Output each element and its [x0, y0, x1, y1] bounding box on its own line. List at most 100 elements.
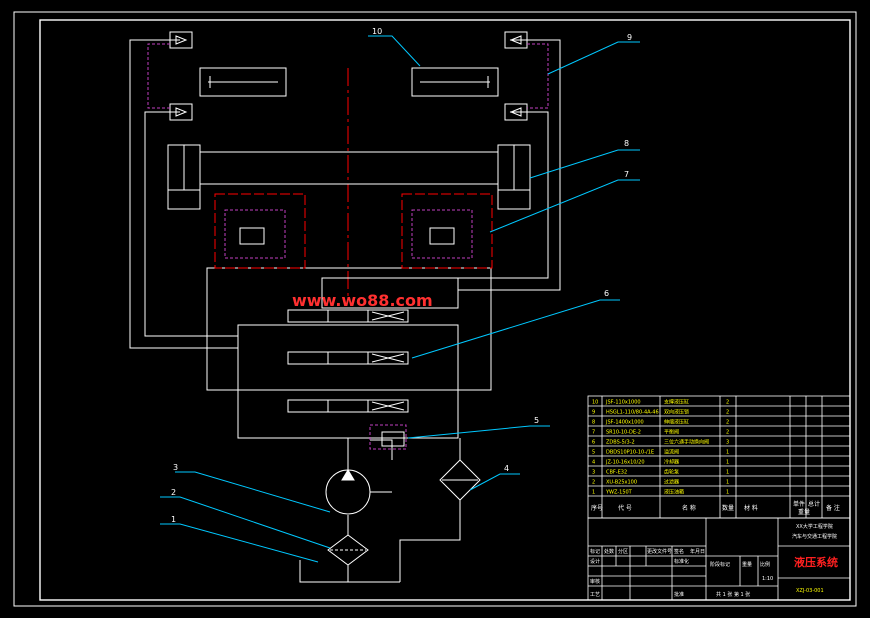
bom-row: 4 JZ-10-16x10/20 冷却器 1	[592, 459, 729, 466]
directional-valve-2	[287, 351, 409, 365]
support-cylinder-left	[199, 67, 287, 97]
hydraulic-lines	[129, 39, 561, 583]
lock-dashed-outlines	[147, 43, 549, 109]
tb-scale-value: 1:10	[762, 576, 773, 582]
balloon-5: 5	[534, 416, 539, 425]
bom-cell-code: HSGL1-110/80-4A-46	[606, 410, 659, 416]
tb-school-line1: XX大学工程学院	[796, 523, 833, 530]
bom-cell-qty: 1	[726, 480, 729, 486]
filter	[327, 534, 369, 566]
relief-valve	[369, 424, 407, 450]
bom-cell-no: 7	[592, 430, 595, 436]
bom-cell-qty: 1	[726, 460, 729, 466]
drawing-frame	[13, 11, 857, 607]
bom-cell-code: XU-B25x100	[606, 480, 637, 486]
bom-cell-code: ZDBS-5/3-2	[606, 440, 635, 446]
hydraulic-lock-left	[169, 31, 193, 121]
balloon-8: 8	[624, 139, 629, 148]
gear-pump	[325, 469, 392, 515]
bom-cell-code: SR10-10-DE-2	[606, 430, 641, 436]
bom-cell-qty: 2	[726, 410, 729, 416]
tb-approve-label: 批准	[674, 591, 684, 598]
bom-header-remark: 备 注	[826, 504, 840, 512]
balloon-2: 2	[171, 488, 176, 497]
bom-cell-name: 支撑液压缸	[664, 399, 689, 406]
bom-header-qty: 数量	[722, 504, 734, 512]
bom-row: 6 ZDBS-5/3-2 三位六通手动换向阀 3	[592, 439, 729, 446]
tb-date-label: 年月日	[690, 548, 705, 555]
tb-review-label: 审核	[590, 578, 600, 585]
balloon-7: 7	[624, 170, 629, 179]
bom-row: 7 SR10-10-DE-2 平衡阀 2	[592, 429, 729, 436]
bom-cell-no: 8	[592, 420, 595, 426]
balance-valve-left	[214, 193, 306, 269]
balloon-3: 3	[173, 463, 178, 472]
telescopic-cylinder-right	[497, 144, 531, 210]
bom-header-row: 序号 代 号 名 称 数量 材 料 单件 总计 重量 备 注	[591, 500, 840, 516]
bom-cell-no: 10	[592, 400, 598, 406]
bom-cell-no: 1	[592, 490, 595, 496]
bom-cell-qty: 1	[726, 490, 729, 496]
tb-drawing-no: XZJ-03-001	[796, 588, 824, 594]
bom-header-unit: 单件	[793, 500, 805, 508]
balloon-1: 1	[171, 515, 176, 524]
tb-scale-label: 比例	[760, 561, 770, 568]
bom-cell-no: 6	[592, 440, 595, 446]
bom-cell-no: 4	[592, 460, 595, 466]
tb-sign-label: 签名	[674, 548, 684, 555]
bom-cell-name: 双向液压锁	[664, 409, 689, 416]
bom-cell-name: 伸缩液压缸	[664, 419, 689, 426]
bom-cell-code: DBDS10P10-10-/1E	[606, 450, 654, 456]
bom-cell-name: 液压油箱	[664, 489, 684, 496]
telescopic-cylinder-left	[167, 144, 201, 210]
tb-mark-label: 标记	[590, 548, 600, 555]
bom-header-material: 材 料	[744, 504, 758, 512]
hydraulic-lock-right	[504, 31, 528, 121]
tb-sheet-label: 共 1 张 第 1 张	[716, 591, 750, 598]
bom-cell-name: 三位六通手动换向阀	[664, 439, 709, 446]
tb-design-label: 设计	[590, 558, 600, 565]
bom-cell-qty: 1	[726, 450, 729, 456]
bom-header-code: 代 号	[618, 504, 632, 512]
directional-valve-1	[287, 309, 409, 323]
balloon-numbers: 10 9 8 7 6 5 4 3 2 1	[171, 27, 632, 524]
cooler	[439, 459, 481, 501]
tb-stage-mark-label: 阶段标记	[710, 561, 730, 568]
tb-change-doc-label: 更改文件号	[647, 548, 672, 555]
bom-cell-code: JSF-110x1000	[605, 400, 641, 406]
title-block: 标记 处数 分区 更改文件号 签名 年月日 设计 标准化 审核 工艺 批准 阶段…	[587, 517, 851, 601]
bom-row: 10 JSF-110x1000 支撑液压缸 2	[592, 399, 729, 406]
bom-cell-qty: 2	[726, 420, 729, 426]
bom-header-total: 总计	[808, 500, 820, 508]
bom-cell-qty: 3	[726, 440, 729, 446]
balloon-6: 6	[604, 289, 609, 298]
bom-cell-name: 平衡阀	[664, 429, 679, 436]
bom-cell-qty: 2	[726, 400, 729, 406]
support-cylinder-right	[411, 67, 499, 97]
bom-cell-code: YWZ-150T	[605, 490, 633, 496]
bom-cell-name: 过滤器	[664, 479, 679, 486]
bom-row: 5 DBDS10P10-10-/1E 溢流阀 1	[592, 449, 729, 456]
bom-header-weight: 重量	[798, 508, 810, 516]
bom-cell-qty: 1	[726, 470, 729, 476]
balloon-9: 9	[627, 33, 632, 42]
tb-standard-label: 标准化	[674, 558, 689, 565]
bom-cell-no: 9	[592, 410, 595, 416]
bom-cell-name: 溢流阀	[664, 449, 679, 456]
tb-weight-label: 重量	[742, 561, 752, 568]
bom-cell-code: JZ-10-16x10/20	[605, 460, 645, 466]
leader-lines	[160, 35, 640, 563]
bom-cell-no: 3	[592, 470, 595, 476]
balloon-4: 4	[504, 464, 509, 473]
bom-cell-code: CBF-E32	[606, 470, 627, 476]
bom-cell-name: 冷却器	[664, 459, 679, 466]
bom-cell-qty: 2	[726, 430, 729, 436]
bom-header-name: 名 称	[682, 504, 696, 512]
bom-row: 1 YWZ-150T 液压油箱 1	[592, 489, 729, 496]
bom-cell-no: 5	[592, 450, 595, 456]
bom-header-no: 序号	[591, 504, 603, 512]
